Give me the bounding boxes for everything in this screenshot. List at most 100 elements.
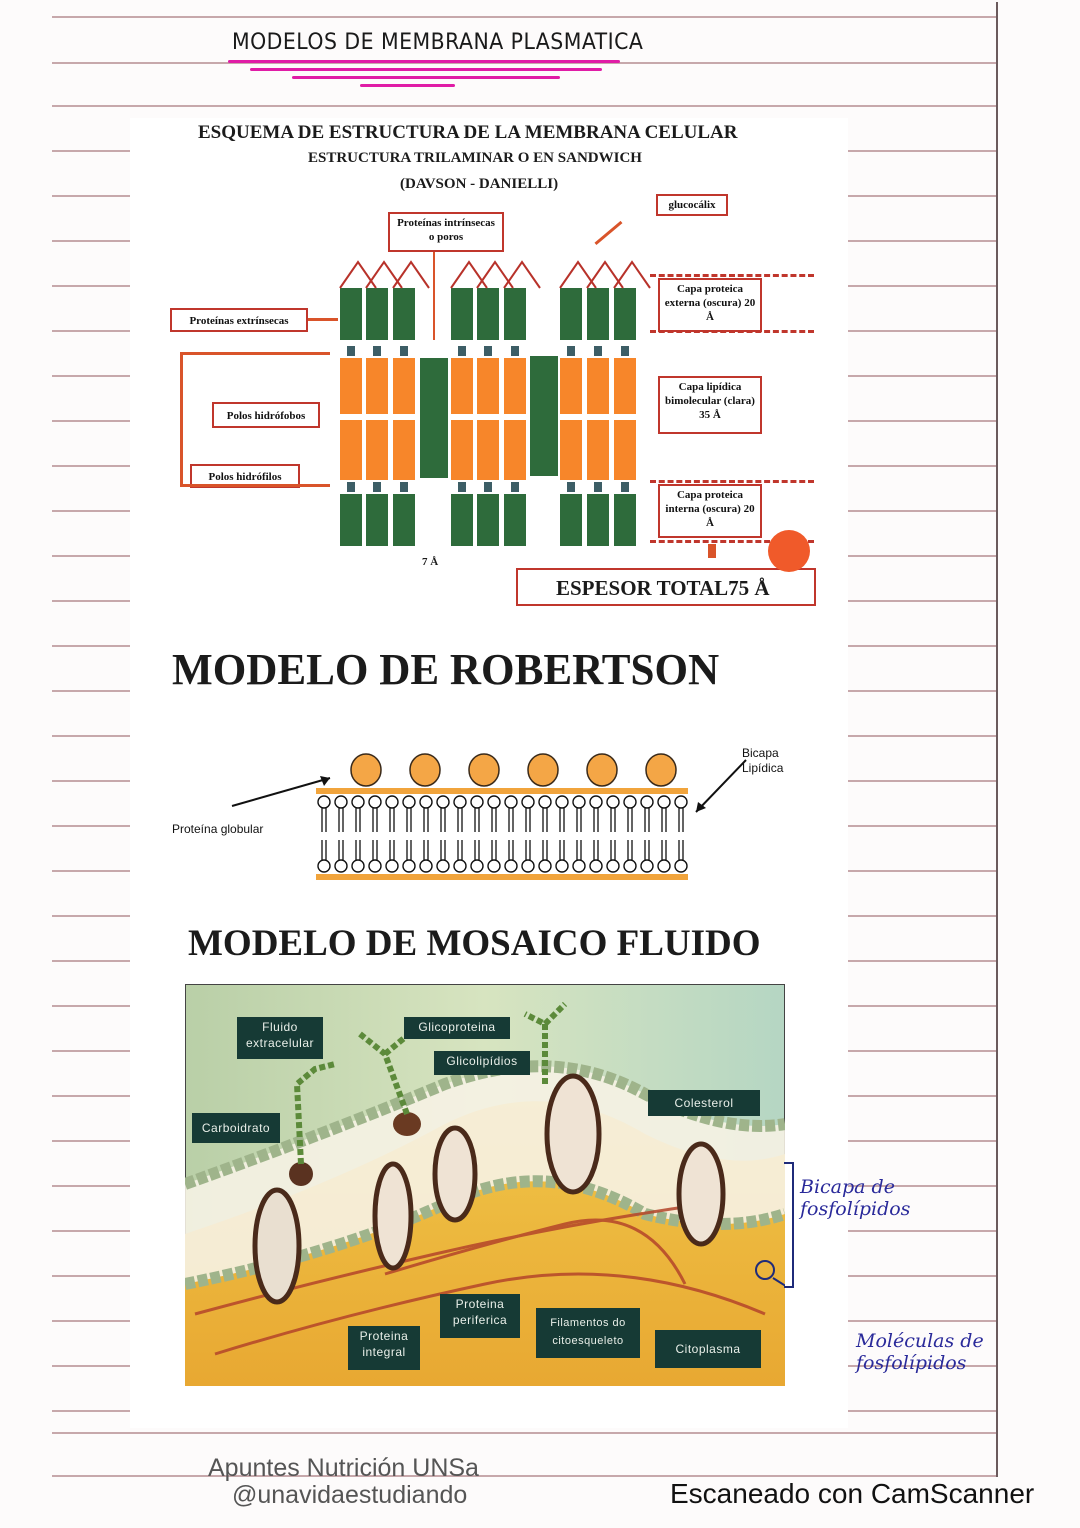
total-arrow [708,544,716,558]
handwritten-bilayer-note: Bicapa de fosfolípidos [800,1176,911,1220]
outer-protein-block [504,288,526,340]
title-underline [228,60,620,63]
lipid-block [504,358,526,414]
hydrophilic-head [511,482,519,492]
inner-protein-block [614,494,636,546]
hydrophilic-head [621,482,629,492]
label-outer-protein-layer: Capa proteica externa (oscura) 20 Å [658,278,762,332]
hydrophilic-head [458,346,466,356]
outer-protein-block [560,288,582,340]
hydrophilic-head [347,346,355,356]
hydrophilic-head [373,346,381,356]
title-underline [250,68,602,71]
lipid-block [614,420,636,480]
robertson-bilayer-illustration [231,753,747,880]
inner-protein-block [366,494,388,546]
total-thickness-label: ESPESOR TOTAL75 Å [556,576,770,600]
outer-protein-block [451,288,473,340]
inner-layer-dash [650,480,814,483]
arrow-extrinsic [308,318,338,321]
hydrophilic-head [373,482,381,492]
label-peripheral-protein: Proteina periferica [440,1294,520,1338]
arrow-intrinsic [433,252,435,340]
lipid-block [614,358,636,414]
outer-protein-block [366,288,388,340]
hydrophilic-head [484,482,492,492]
glycocalyx-chains [339,260,651,289]
inner-protein-block [451,494,473,546]
pore-protein [420,358,448,478]
outer-protein-block [340,288,362,340]
lipid-block [393,420,415,480]
page-curl-sticker [768,530,810,572]
hydrophilic-head [511,346,519,356]
lipid-block [366,420,388,480]
robertson-title: MODELO DE ROBERTSON [172,645,720,694]
inner-protein-block [504,494,526,546]
outer-layer-dash [650,330,814,333]
handwritten-molecules-note: Moléculas de fosfolípidos [856,1330,984,1374]
diagram-title: ESQUEMA DE ESTRUCTURA DE LA MEMBRANA CEL… [198,122,738,143]
title-underline [292,76,560,79]
label-inner-protein-layer: Capa proteica interna (oscura) 20 Å [658,484,762,538]
label-globular-protein: Proteína globular [172,822,264,836]
label-lipid-bilayer: Bicapa Lipídica [742,746,784,775]
hydrophilic-head [400,346,408,356]
inner-protein-block [587,494,609,546]
inner-protein-block [393,494,415,546]
lipid-block [477,420,499,480]
label-intrinsic-proteins: Proteínas intrínsecas o poros [388,212,504,252]
inner-layer-dash [650,540,814,543]
label-extrinsic-proteins: Proteínas extrínsecas [170,308,308,332]
lipid-block [587,420,609,480]
arrow-bracket [180,352,183,484]
diagram-subtitle: ESTRUCTURA TRILAMINAR O EN SANDWICH [308,150,642,166]
lipid-block [393,358,415,414]
hydrophilic-head [594,346,602,356]
label-glycolipids: Glicolipídios [434,1051,530,1075]
hydrophilic-head [458,482,466,492]
lipid-block [340,420,362,480]
hydrophilic-head [594,482,602,492]
camscanner-watermark: Escaneado con CamScanner [670,1478,1035,1509]
arrow-hydrophobic-top [180,352,330,355]
hydrophilic-head [567,346,575,356]
outer-protein-block [477,288,499,340]
inner-protein-block [340,494,362,546]
lipid-block [504,420,526,480]
inner-protein-block [477,494,499,546]
diagram-authors: (DAVSON - DANIELLI) [400,176,559,192]
lipid-block [587,358,609,414]
hydrophilic-head [400,482,408,492]
label-cytoskeleton-filaments: Filamentos do citoesqueleto [536,1308,640,1358]
hydrophilic-head [484,346,492,356]
credit-line-1: Apuntes Nutrición UNSa [208,1454,479,1482]
hydrophilic-head [621,346,629,356]
label-glycocalyx: glucocálix [656,194,728,216]
lipid-block [560,358,582,414]
label-extracellular-fluid: Fluido extracelular [237,1017,323,1059]
lipid-block [451,420,473,480]
credit-line-2: @unavidaestudiando [232,1481,468,1509]
arrow-hydrophilic [180,484,330,487]
lipid-block [477,358,499,414]
label-hydrophobic-poles: Polos hidrófobos [212,402,320,428]
lipid-block [366,358,388,414]
outer-protein-block [393,288,415,340]
outer-protein-block [614,288,636,340]
total-thickness-box: ESPESOR TOTAL75 Å [516,568,816,606]
mosaic-title: MODELO DE MOSAICO FLUIDO [188,923,761,964]
label-cholesterol: Colesterol [648,1090,760,1116]
label-cytoplasm: Citoplasma [655,1330,761,1368]
bilayer-bracket [784,1162,794,1288]
lipid-block [451,358,473,414]
outer-layer-dash [650,274,814,277]
title-underline [360,84,455,87]
hydrophilic-head [347,482,355,492]
pore-width-label: 7 Å [422,556,439,568]
lipid-block [340,358,362,414]
pore-protein [530,356,558,476]
label-carbohydrate: Carboidrato [192,1113,280,1143]
outer-protein-block [587,288,609,340]
